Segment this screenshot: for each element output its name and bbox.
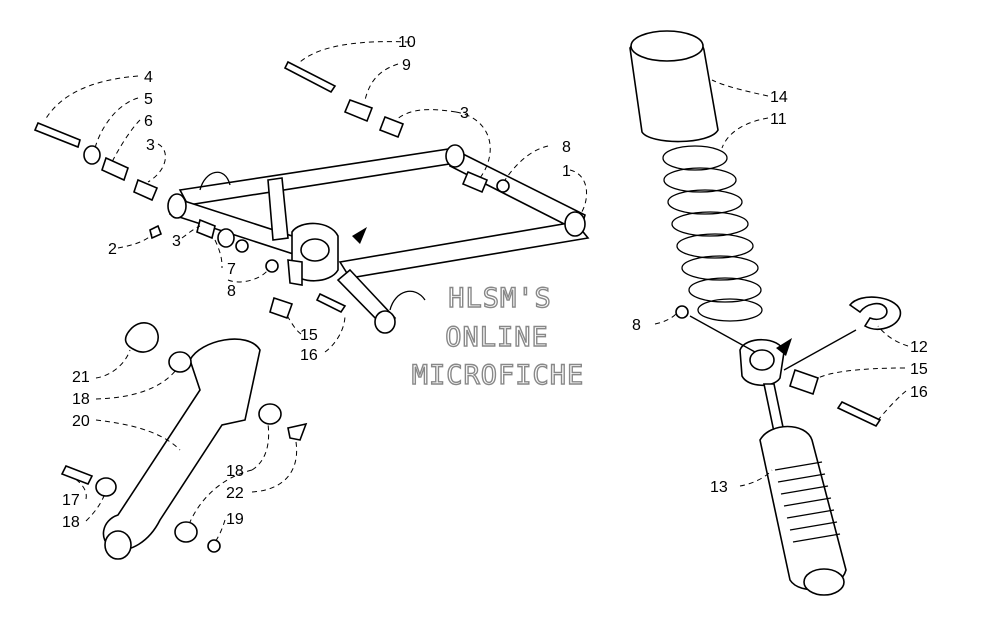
callout-8-top: 8	[562, 139, 571, 156]
spacer-6	[101, 156, 129, 182]
shock-eye-hole	[749, 349, 775, 371]
shock-mount-hole	[300, 238, 330, 262]
callout-19: 19	[226, 511, 244, 528]
bolt-16a	[315, 292, 347, 314]
spacer-9	[343, 98, 374, 123]
a-arm-loop	[199, 171, 231, 191]
a-arm-assembly	[167, 144, 590, 334]
shock-mount-tab	[287, 259, 303, 286]
callout-18-upper: 18	[72, 391, 90, 408]
strap-20	[102, 338, 261, 551]
frame-bushing-left	[167, 193, 187, 219]
nut-19	[207, 539, 221, 553]
callout-5: 5	[144, 91, 153, 108]
watermark: HLSM'S ONLINE MICROFICHE	[411, 282, 585, 391]
bushing-3b	[196, 218, 216, 240]
bushing-3a	[133, 178, 159, 202]
a-arm-brace	[267, 177, 289, 241]
callout-6: 6	[144, 113, 153, 130]
callout-3-left: 3	[146, 137, 155, 154]
shock-rod	[763, 383, 785, 433]
nut-8a	[235, 239, 249, 253]
spacer-15b	[789, 368, 819, 396]
frame-bushing-right	[564, 211, 586, 237]
callout-14: 14	[770, 89, 788, 106]
bolt-17	[60, 464, 94, 486]
washer-7	[217, 228, 235, 248]
shock-ribs	[774, 461, 841, 543]
frame-bushing-top	[445, 144, 465, 168]
nut-8c	[496, 179, 510, 193]
arrow-marker-right	[776, 338, 792, 356]
callout-21: 21	[72, 369, 90, 386]
nut-axis-line	[689, 315, 756, 353]
a-arm-lower-tube	[338, 221, 590, 279]
a-arm-upper-tube	[178, 147, 464, 206]
callout-3-top: 3	[460, 105, 469, 122]
nut-8d	[675, 305, 689, 319]
spring-11	[662, 145, 763, 322]
clip-axis-line	[783, 329, 857, 371]
bolt-16b	[836, 400, 882, 428]
callout-7: 7	[227, 261, 236, 278]
strap-end-loop	[104, 530, 132, 560]
arrow-marker-left	[352, 227, 367, 244]
shock-body-13	[759, 425, 847, 591]
callout-15-left: 15	[300, 327, 318, 344]
callout-1: 1	[562, 163, 571, 180]
bolt-4	[33, 121, 81, 149]
callout-2: 2	[108, 241, 117, 258]
callout-8-right: 8	[632, 317, 641, 334]
watermark-line-2: ONLINE	[445, 322, 549, 353]
washer-18a	[168, 351, 192, 373]
callout-8-mid: 8	[227, 283, 236, 300]
nut-8b	[265, 259, 279, 273]
callout-18-lower: 18	[62, 514, 80, 531]
callout-13: 13	[710, 479, 728, 496]
adjuster-strap-assembly	[60, 322, 308, 560]
callout-15-right: 15	[910, 361, 928, 378]
frame-bushing-front	[374, 310, 396, 334]
washer-18d	[174, 521, 198, 543]
knob-21	[124, 322, 159, 353]
pin-2	[149, 224, 163, 240]
callout-18-right: 18	[226, 463, 244, 480]
shock-assembly	[629, 30, 902, 596]
bolt-10	[283, 60, 337, 94]
watermark-line-3: MICROFICHE	[412, 360, 585, 391]
bushing-3c	[378, 115, 405, 139]
a-arm-loop-2	[389, 290, 426, 311]
shock-bottom-eye	[803, 568, 845, 596]
callout-4: 4	[144, 69, 153, 86]
watermark-line-1: HLSM'S	[448, 283, 552, 314]
callout-3-mid: 3	[172, 233, 181, 250]
callout-22: 22	[226, 485, 244, 502]
wingnut-22	[287, 422, 308, 441]
callout-labels: 10 9 3 8 1 4 5 6 3 2 3 7 8 15 16 21 18 2…	[62, 34, 928, 531]
washer-18b	[258, 403, 282, 425]
washer-18c	[95, 477, 117, 497]
callout-12: 12	[910, 339, 928, 356]
washer-5	[83, 145, 101, 165]
spacer-15a	[269, 296, 294, 320]
callout-10: 10	[398, 34, 416, 51]
left-hardware	[33, 60, 510, 320]
clip-12	[848, 296, 902, 331]
callout-16-right: 16	[910, 384, 928, 401]
leader-lines	[44, 41, 909, 543]
callout-9: 9	[402, 57, 411, 74]
callout-16-left: 16	[300, 347, 318, 364]
callout-11: 11	[770, 111, 787, 128]
callout-17: 17	[62, 492, 80, 509]
callout-20: 20	[72, 413, 90, 430]
bump-stop-top	[630, 30, 704, 62]
